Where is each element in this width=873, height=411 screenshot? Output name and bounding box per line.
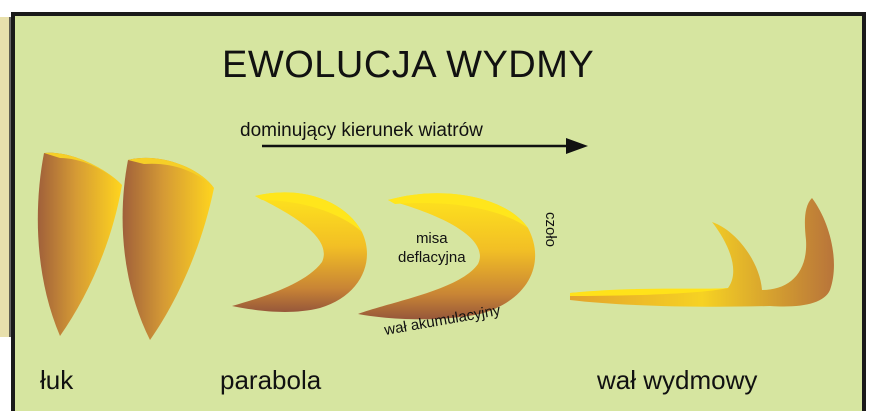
front-label: czoło xyxy=(542,212,559,247)
diagram-title: EWOLUCJA WYDMY xyxy=(222,44,594,87)
stage-label-arc: łuk xyxy=(40,365,73,396)
stage-label-parabola: parabola xyxy=(220,365,321,396)
wind-direction-label: dominujący kierunek wiatrów xyxy=(240,120,483,142)
basin-label: misa deflacyjna xyxy=(398,229,466,267)
basin-label-line2: deflacyjna xyxy=(398,248,466,267)
left-side-strip xyxy=(0,17,10,337)
stage-label-ridge: wał wydmowy xyxy=(597,365,757,396)
basin-label-line1: misa xyxy=(398,229,466,248)
